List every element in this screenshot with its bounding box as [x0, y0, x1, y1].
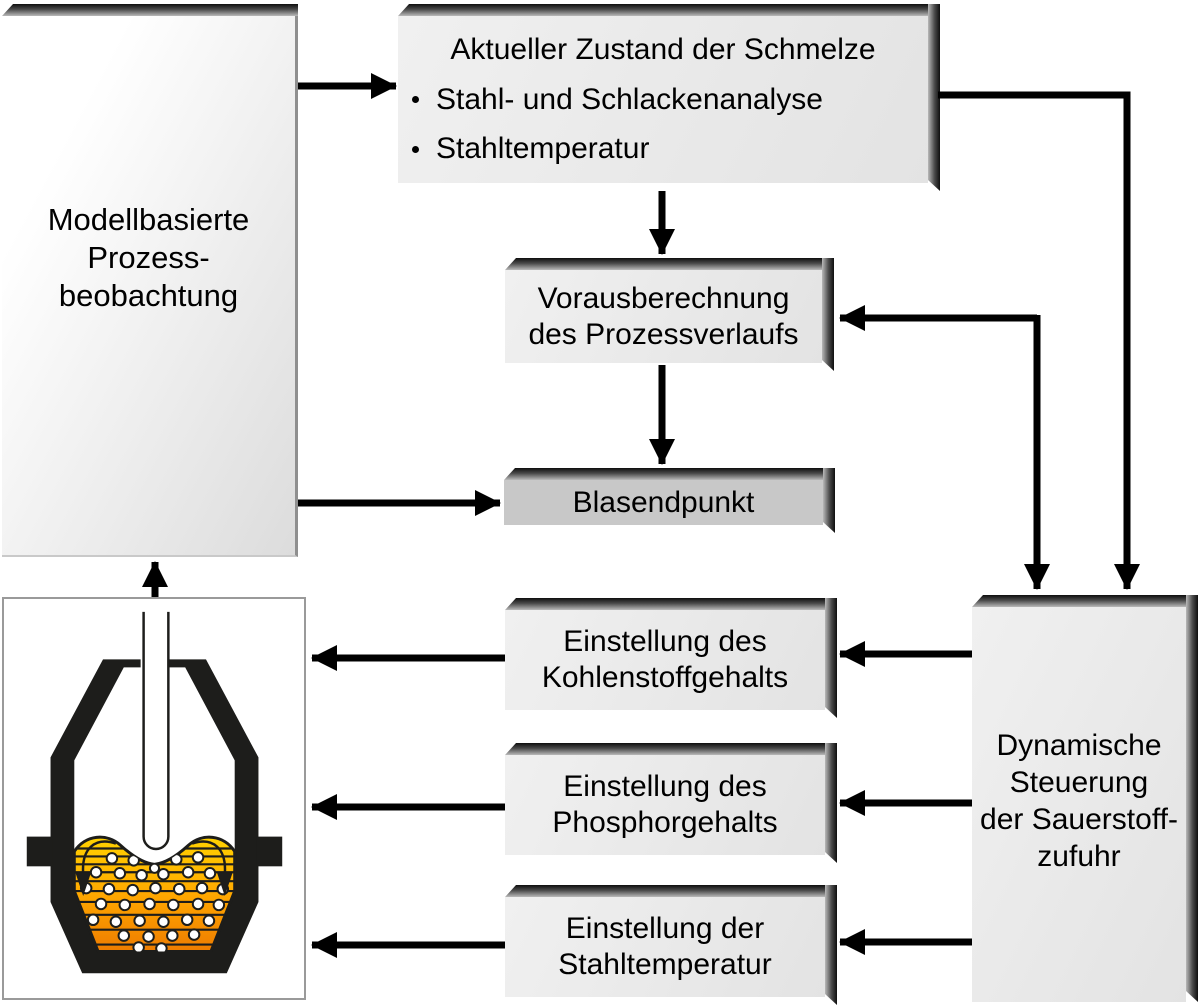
box-melt-state-title: Aktueller Zustand der Schmelze	[450, 32, 876, 66]
melt-bath	[72, 835, 237, 953]
bevel-right	[822, 258, 834, 371]
label-line: Steuerung	[1009, 766, 1149, 799]
bevel-top	[398, 4, 940, 16]
box-phosphorus-adjustment-label: Einstellung des Phosphorgehalts	[505, 755, 825, 855]
bullet-item: Stahl- und Schlackenanalyse	[398, 82, 928, 118]
bevel-top	[505, 598, 837, 610]
label-line: Dynamische	[996, 729, 1162, 762]
box-forecast: Vorausberechnung des Prozessverlaufs	[505, 258, 834, 371]
bevel-right	[1186, 595, 1198, 1002]
bevel-top	[505, 743, 837, 755]
label-line: Modellbasierte	[47, 202, 250, 237]
box-forecast-label: Vorausberechnung des Prozessverlaufs	[505, 270, 822, 363]
bevel-right	[825, 598, 837, 718]
bevel-top	[972, 595, 1198, 607]
circulation-arrows	[75, 840, 233, 897]
bullet-label: Stahl- und Schlackenanalyse	[436, 82, 823, 116]
box-blow-endpoint-label: Blasendpunkt	[504, 480, 823, 525]
label-line: Prozess-	[87, 240, 210, 275]
label-line: Stahltemperatur	[558, 948, 772, 981]
box-carbon-adjustment-label: Einstellung des Kohlenstoffgehalts	[505, 610, 825, 710]
box-phosphorus-adjustment: Einstellung des Phosphorgehalts	[505, 743, 837, 863]
box-steel-temperature-adjustment: Einstellung der Stahltemperatur	[505, 885, 837, 1005]
bullet-dot-icon	[412, 145, 419, 153]
bevel-top	[505, 258, 834, 270]
box-oxygen-control-label: Dynamische Steuerung der Sauerstoff- zuf…	[972, 607, 1186, 1002]
bevel-top	[2, 4, 298, 16]
box-model-observation: Modellbasierte Prozess- beobachtung	[2, 4, 298, 557]
label-line: der Sauerstoff-	[980, 803, 1178, 836]
box-model-observation-label: Modellbasierte Prozess- beobachtung	[2, 16, 298, 557]
arrow-melt-state-to-oxygen-control	[938, 91, 1140, 590]
box-blow-endpoint: Blasendpunkt	[504, 468, 835, 533]
trunnion-right	[256, 836, 283, 867]
box-melt-state-content: Aktueller Zustand der Schmelze Stahl- un…	[398, 16, 928, 183]
bevel-right	[928, 4, 940, 191]
trunnion-left	[26, 836, 53, 867]
bevel-top	[505, 885, 837, 897]
box-steel-temperature-adjustment-label: Einstellung der Stahltemperatur	[505, 897, 825, 997]
converter-vessel	[50, 659, 259, 974]
label-line: des Prozessverlaufs	[528, 317, 799, 351]
bevel-right	[825, 885, 837, 1005]
label-line: Einstellung des	[563, 625, 767, 658]
box-carbon-adjustment: Einstellung des Kohlenstoffgehalts	[505, 598, 837, 718]
label-line: Einstellung der	[565, 912, 765, 945]
box-melt-state: Aktueller Zustand der Schmelze Stahl- un…	[398, 4, 940, 191]
bevel-right	[823, 468, 835, 533]
label-line: beobachtung	[58, 278, 239, 313]
melt-texture	[74, 840, 235, 952]
converter-illustration	[26, 611, 283, 974]
box-oxygen-control: Dynamische Steuerung der Sauerstoff- zuf…	[972, 595, 1198, 1002]
bullet-item: Stahltemperatur	[398, 131, 928, 167]
bullet-dot-icon	[412, 96, 419, 103]
converter-image-frame	[2, 597, 306, 1000]
label-line: zufuhr	[1037, 840, 1121, 873]
oxygen-lance	[142, 611, 170, 851]
label-line: Blasendpunkt	[572, 485, 755, 519]
bevel-right	[825, 743, 837, 863]
label-line: Kohlenstoffgehalts	[541, 661, 789, 694]
label-line: Einstellung des	[563, 770, 767, 803]
bevel-top	[504, 468, 835, 480]
bullet-label: Stahltemperatur	[436, 132, 650, 166]
gas-bubbles	[79, 851, 230, 952]
label-line: Vorausberechnung	[537, 281, 790, 315]
label-line: Phosphorgehalts	[552, 806, 778, 839]
